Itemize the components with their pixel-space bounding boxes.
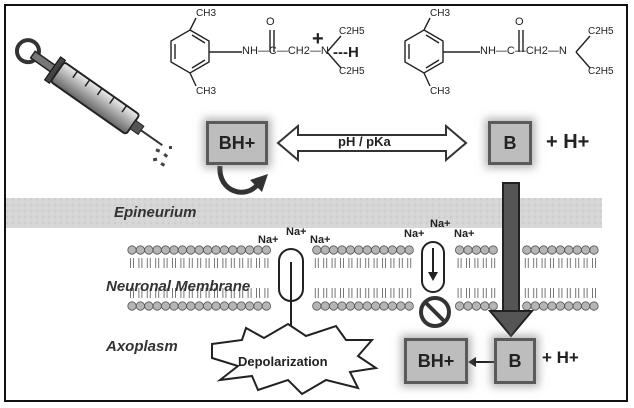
structure-ionized: [170, 17, 342, 87]
curved-arrow-icon: [217, 165, 260, 195]
ph-pka-label: pH / pKa: [338, 134, 391, 149]
axoplasm-base-box: B: [494, 338, 536, 384]
sodium-channel-blocked: [421, 241, 445, 293]
ethyl-top-1: C2H5: [339, 26, 365, 37]
ionized-species-box: BH+: [206, 121, 268, 165]
sodium-ion: Na+: [310, 234, 331, 246]
down-arrow-icon: [487, 182, 535, 338]
base-species-box: B: [488, 121, 532, 165]
depolarization-label: Depolarization: [238, 354, 328, 369]
methyl-bottom-2: CH3: [430, 86, 451, 97]
proton-bond: ---H: [333, 44, 359, 61]
block-icon: [419, 296, 451, 328]
positive-charge: +: [312, 28, 324, 50]
sodium-ion: Na+: [454, 228, 475, 240]
axoplasm-label: Axoplasm: [106, 338, 178, 355]
methyl-top-2: CH3: [430, 8, 451, 19]
lipid-bilayer: [127, 245, 599, 311]
double-arrow-icon: [276, 123, 468, 163]
ethyl-top-2: C2H5: [588, 26, 614, 37]
ethyl-bottom-2: C2H5: [588, 66, 614, 77]
sodium-ion: Na+: [286, 226, 307, 238]
epineurium-label: Epineurium: [114, 204, 197, 221]
proton-label: + H+: [546, 131, 590, 153]
sodium-ion: Na+: [258, 234, 279, 246]
ethyl-bottom-1: C2H5: [339, 66, 365, 77]
carbonyl-oxygen-2: O: [515, 16, 524, 28]
amide-chain-2: NH—C—CH2—N: [480, 45, 567, 57]
sodium-channel-open: [278, 248, 304, 343]
diagram-graphics: [6, 17, 602, 396]
spray-droplets: [152, 146, 172, 167]
sodium-ion: Na+: [430, 218, 451, 230]
membrane-label: Neuronal Membrane: [106, 278, 251, 295]
sodium-ion: Na+: [404, 228, 425, 240]
axoplasm-proton-label: + H+: [542, 348, 579, 367]
diagram-frame: CH3 CH3 O NH—C—CH2—N + C2H5 C2H5 ---H CH…: [4, 4, 628, 402]
amide-chain-1: NH—C—CH2—N: [242, 45, 329, 57]
carbonyl-oxygen-1: O: [266, 16, 275, 28]
axoplasm-ionized-box: BH+: [404, 338, 468, 384]
starburst-icon: [211, 322, 379, 396]
methyl-top-1: CH3: [196, 8, 217, 19]
syringe-icon: [14, 38, 163, 147]
structure-neutral: [404, 17, 591, 87]
methyl-bottom-1: CH3: [196, 86, 217, 97]
